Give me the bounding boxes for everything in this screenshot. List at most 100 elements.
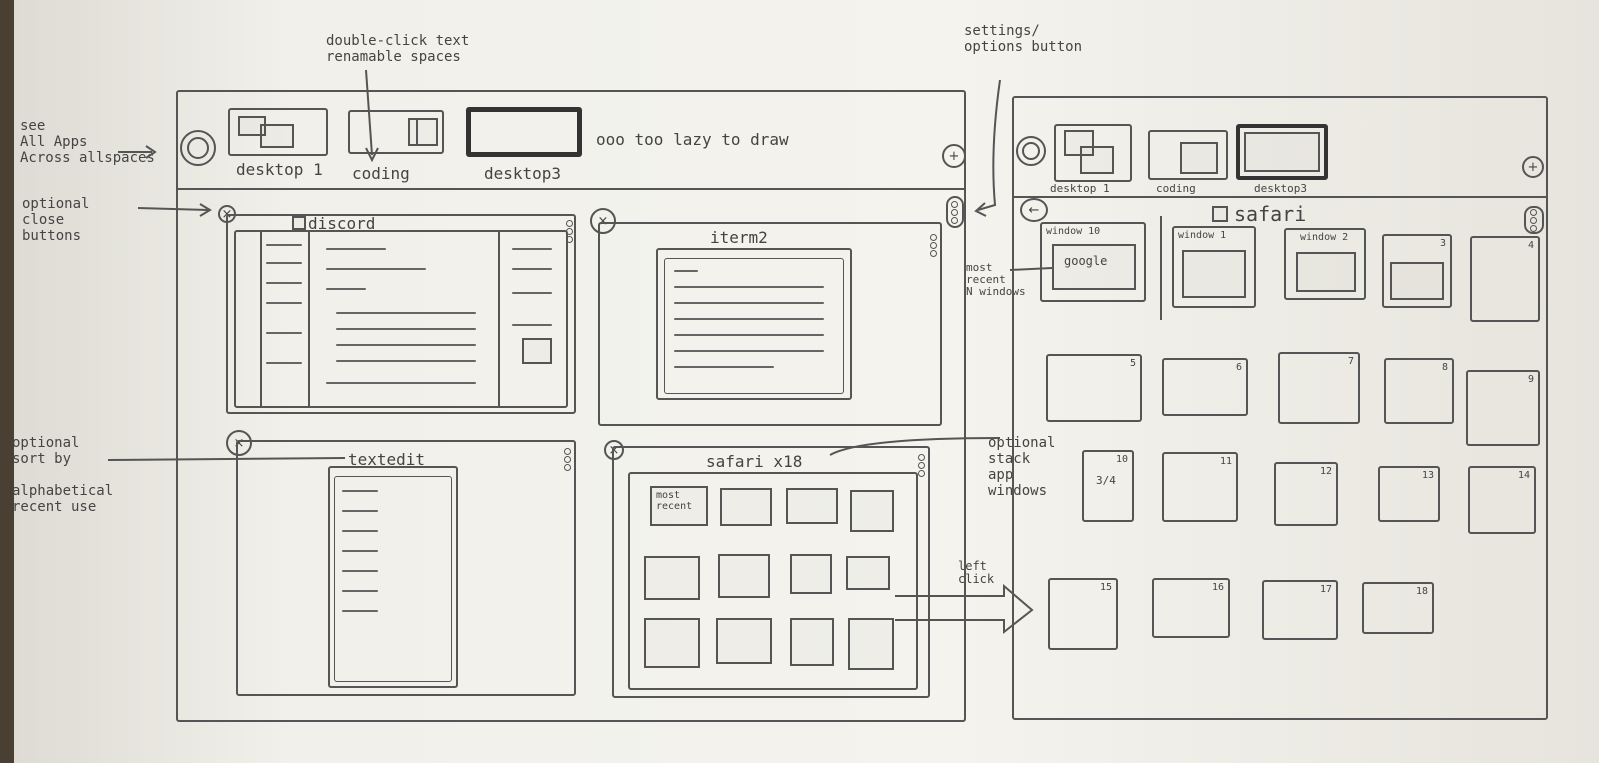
- window-9[interactable]: 9: [1466, 370, 1540, 446]
- space-thumb-desktop-1[interactable]: [228, 108, 328, 156]
- right-space-thumb-desktop3-active[interactable]: [1236, 124, 1328, 180]
- app-title-safari: safari x18: [706, 452, 803, 471]
- paper-edge: [0, 0, 14, 763]
- space-thumb-coding[interactable]: [348, 110, 444, 154]
- back-button[interactable]: ←: [1020, 198, 1048, 222]
- app-window-iterm2: [656, 248, 852, 400]
- right-screen: [1012, 96, 1548, 720]
- window-12[interactable]: 12: [1274, 462, 1338, 526]
- space-thumb-desktop3-active[interactable]: [466, 107, 582, 157]
- close-textedit-button[interactable]: ×: [226, 430, 252, 456]
- right-space-label-desktop-1[interactable]: desktop 1: [1050, 182, 1110, 195]
- app-options-dots-icon[interactable]: [930, 234, 938, 257]
- right-space-thumb-coding[interactable]: [1148, 130, 1228, 180]
- too-lazy-note: ooo too lazy to draw: [596, 130, 789, 149]
- space-label-coding[interactable]: coding: [352, 164, 410, 183]
- annotation-see-all-apps: see All Apps Across allspaces: [20, 118, 155, 166]
- space-label-desktop-1[interactable]: desktop 1: [236, 160, 323, 179]
- app-tile-discord[interactable]: discord: [226, 214, 576, 414]
- annotation-most-recent-n: most recent N windows: [966, 261, 1026, 298]
- window-2[interactable]: window 2: [1284, 228, 1366, 300]
- window-17-label: 17: [1319, 584, 1332, 595]
- right-options-button[interactable]: [1524, 206, 1544, 234]
- app-options-dots-icon[interactable]: [918, 454, 926, 477]
- window-16[interactable]: 16: [1152, 578, 1230, 638]
- safari-thumb[interactable]: [720, 488, 772, 526]
- space-label-desktop3[interactable]: desktop3: [484, 164, 562, 183]
- discord-server-col: [260, 232, 262, 406]
- safari-thumb[interactable]: [790, 618, 834, 666]
- app-window-textedit: [328, 466, 458, 688]
- window-3[interactable]: 3: [1382, 234, 1452, 308]
- right-app-title: safari: [1234, 202, 1307, 226]
- window-5[interactable]: 5: [1046, 354, 1142, 422]
- right-space-thumb-desktop-1[interactable]: [1054, 124, 1132, 182]
- window-13[interactable]: 13: [1378, 466, 1440, 522]
- all-apps-inner-ring-icon: [187, 137, 209, 159]
- settings-button[interactable]: [946, 196, 964, 228]
- back-arrow-icon: ←: [1028, 202, 1040, 218]
- window-6[interactable]: 6: [1162, 358, 1248, 416]
- right-spaces-bar-divider: [1012, 196, 1548, 198]
- safari-thumb[interactable]: [718, 554, 770, 598]
- all-apps-button-right[interactable]: [1016, 136, 1046, 166]
- window-14-label: 14: [1517, 470, 1530, 481]
- window-10-label: window 10: [1046, 226, 1101, 237]
- space-window-icon: [408, 118, 438, 146]
- most-recent-label: most recent: [656, 490, 693, 512]
- safari-thumb[interactable]: [644, 618, 700, 668]
- window-6-label: 6: [1235, 362, 1242, 373]
- window-10-stack[interactable]: 10 3/4: [1082, 450, 1134, 522]
- safari-thumb[interactable]: [848, 618, 894, 670]
- annotation-close-buttons: optional close buttons: [22, 196, 90, 244]
- app-title-discord: discord: [308, 214, 376, 233]
- annotation-stack-windows: optional stack app windows: [988, 435, 1056, 499]
- app-window-discord: [234, 230, 568, 408]
- all-apps-inner-ring-icon: [1022, 142, 1040, 160]
- window-4[interactable]: 4: [1470, 236, 1540, 322]
- safari-thumb-most-recent[interactable]: most recent: [650, 486, 708, 526]
- safari-thumb[interactable]: [846, 556, 890, 590]
- window-10[interactable]: window 10 google: [1040, 222, 1146, 302]
- options-dots-icon: [1530, 208, 1538, 232]
- window-15[interactable]: 15: [1048, 578, 1118, 650]
- safari-app-icon: [1212, 206, 1228, 222]
- app-tile-textedit[interactable]: textedit: [236, 440, 576, 696]
- window-11-label: 11: [1219, 456, 1232, 467]
- app-tile-iterm2[interactable]: iterm2: [598, 222, 942, 426]
- window-9-label: 9: [1527, 374, 1534, 385]
- close-iterm2-button[interactable]: ×: [590, 208, 616, 234]
- window-7[interactable]: 7: [1278, 352, 1360, 424]
- window-16-label: 16: [1211, 582, 1224, 593]
- window-8[interactable]: 8: [1384, 358, 1454, 424]
- window-14[interactable]: 14: [1468, 466, 1536, 534]
- safari-stack-grid: most recent: [628, 472, 918, 690]
- safari-thumb[interactable]: [790, 554, 832, 594]
- app-title-iterm2: iterm2: [710, 228, 768, 247]
- space-window-divider: [416, 118, 418, 146]
- window-15-label: 15: [1099, 582, 1112, 593]
- safari-thumb[interactable]: [850, 490, 894, 532]
- safari-thumb[interactable]: [716, 618, 772, 664]
- add-space-button[interactable]: +: [942, 144, 966, 168]
- space-window-icon: [238, 116, 266, 136]
- all-apps-button[interactable]: [180, 130, 216, 166]
- app-tile-safari[interactable]: safari x18 most recent: [612, 446, 930, 698]
- window-11[interactable]: 11: [1162, 452, 1238, 522]
- safari-thumb[interactable]: [644, 556, 700, 600]
- annotation-settings: settings/ options button: [964, 23, 1083, 55]
- window-18[interactable]: 18: [1362, 582, 1434, 634]
- close-safari-button[interactable]: ×: [604, 440, 624, 460]
- window-3-label: 3: [1439, 238, 1446, 249]
- safari-thumb[interactable]: [786, 488, 838, 524]
- window-7-label: 7: [1347, 356, 1354, 367]
- right-add-space-button[interactable]: +: [1522, 156, 1544, 178]
- app-options-dots-icon[interactable]: [564, 448, 572, 471]
- app-title-textedit: textedit: [348, 450, 426, 469]
- discord-channel-col: [308, 232, 310, 406]
- app-icon: [292, 216, 306, 230]
- window-17[interactable]: 17: [1262, 580, 1338, 640]
- right-space-label-coding[interactable]: coding: [1156, 182, 1196, 195]
- right-space-label-desktop3[interactable]: desktop3: [1254, 182, 1307, 195]
- window-1[interactable]: window 1: [1172, 226, 1256, 308]
